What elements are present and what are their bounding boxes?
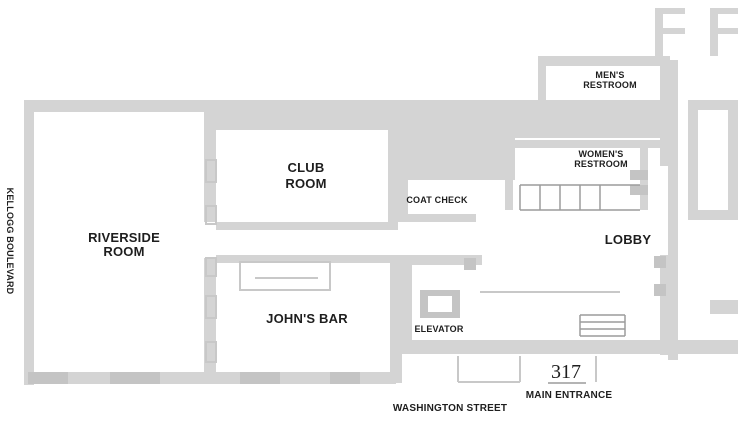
room-label-lobby: LOBBY <box>605 232 652 247</box>
room-label-mens-restroom-2: RESTROOM <box>583 80 637 90</box>
building-walls <box>24 8 738 385</box>
room-label-club-2: ROOM <box>285 176 326 191</box>
room-label-club: CLUB <box>288 160 325 175</box>
street-label-kellogg: KELLOGG BOULEVARD <box>5 188 15 295</box>
stairs-and-details <box>205 159 640 383</box>
room-label-johns-bar: JOHN'S BAR <box>266 311 348 326</box>
room-label-riverside: RIVERSIDE <box>88 230 160 245</box>
room-label-elevator: ELEVATOR <box>414 324 463 334</box>
entrance-label: MAIN ENTRANCE <box>526 390 613 401</box>
room-label-mens-restroom: MEN'S <box>595 70 624 80</box>
entrance-number: 317 <box>551 361 581 383</box>
room-label-coat-check: COAT CHECK <box>406 195 468 205</box>
room-label-womens-restroom-2: RESTROOM <box>574 159 628 169</box>
street-label-washington: WASHINGTON STREET <box>393 403 507 414</box>
room-label-womens-restroom: WOMEN'S <box>578 149 623 159</box>
room-label-riverside-2: ROOM <box>103 244 144 259</box>
